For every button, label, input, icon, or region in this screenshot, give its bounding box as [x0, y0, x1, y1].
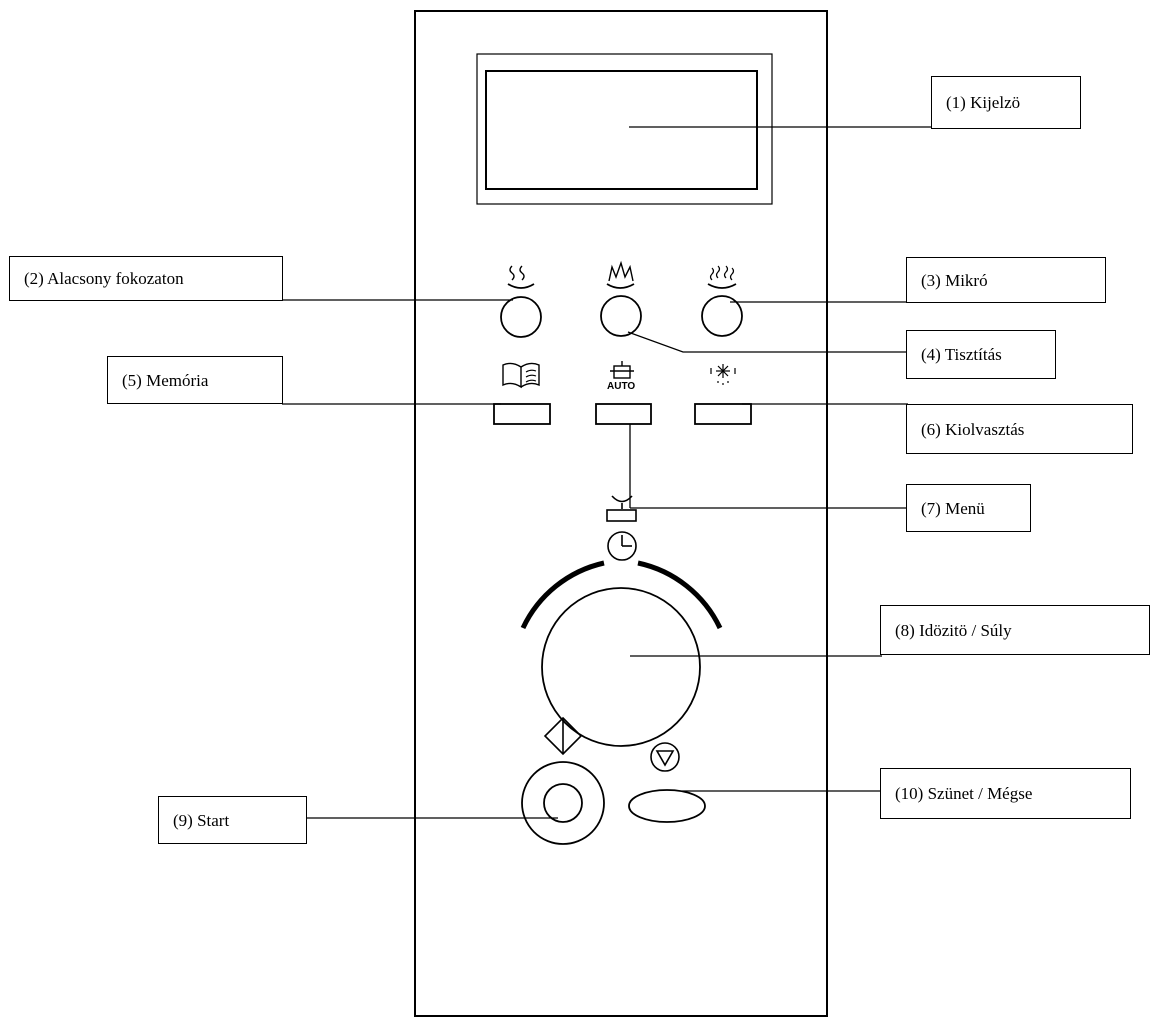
snowflake-icon: [710, 364, 736, 385]
low-power-button[interactable]: [500, 296, 542, 338]
timer-weight-dial[interactable]: [541, 587, 701, 747]
clock-icon: [607, 531, 637, 561]
pause-cancel-button[interactable]: [628, 789, 706, 823]
pot-auto-icon: [610, 361, 634, 379]
panel-outline: [414, 10, 828, 1017]
display-screen[interactable]: [485, 70, 758, 190]
leader-clean: [627, 331, 908, 353]
label-menu: (7) Menü: [906, 484, 1031, 532]
label-micro: (3) Mikró: [906, 257, 1106, 303]
label-timer-weight: (8) Idözitö / Súly: [880, 605, 1150, 655]
sparkle-clean-icon: [606, 260, 635, 289]
start-diamond-icon: [543, 716, 583, 756]
dial-arc-right: [637, 560, 723, 630]
steam-waves-icon: [507, 265, 535, 289]
open-book-icon: [502, 362, 540, 389]
defrost-button[interactable]: [694, 403, 752, 425]
label-memory: (5) Memória: [107, 356, 283, 404]
micro-button[interactable]: [701, 295, 743, 337]
auto-text: AUTO: [607, 381, 636, 392]
label-start: (9) Start: [158, 796, 307, 844]
label-display: (1) Kijelzö: [931, 76, 1081, 129]
stop-triangle-icon: [650, 742, 680, 772]
display-frame-outer: [476, 53, 773, 205]
microwave-waves-icon: [707, 265, 737, 289]
leader-lines: [282, 126, 933, 819]
clean-button[interactable]: [600, 295, 642, 337]
auto-menu-button[interactable]: [595, 403, 652, 425]
label-pause-cancel: (10) Szünet / Mégse: [880, 768, 1131, 819]
memory-button[interactable]: [493, 403, 551, 425]
label-defrost: (6) Kiolvasztás: [906, 404, 1133, 454]
label-clean: (4) Tisztítás: [906, 330, 1056, 379]
start-button[interactable]: [543, 783, 583, 823]
start-button-ring: [521, 761, 605, 845]
dial-arc-left: [520, 560, 605, 630]
label-low-power: (2) Alacsony fokozaton: [9, 256, 283, 301]
